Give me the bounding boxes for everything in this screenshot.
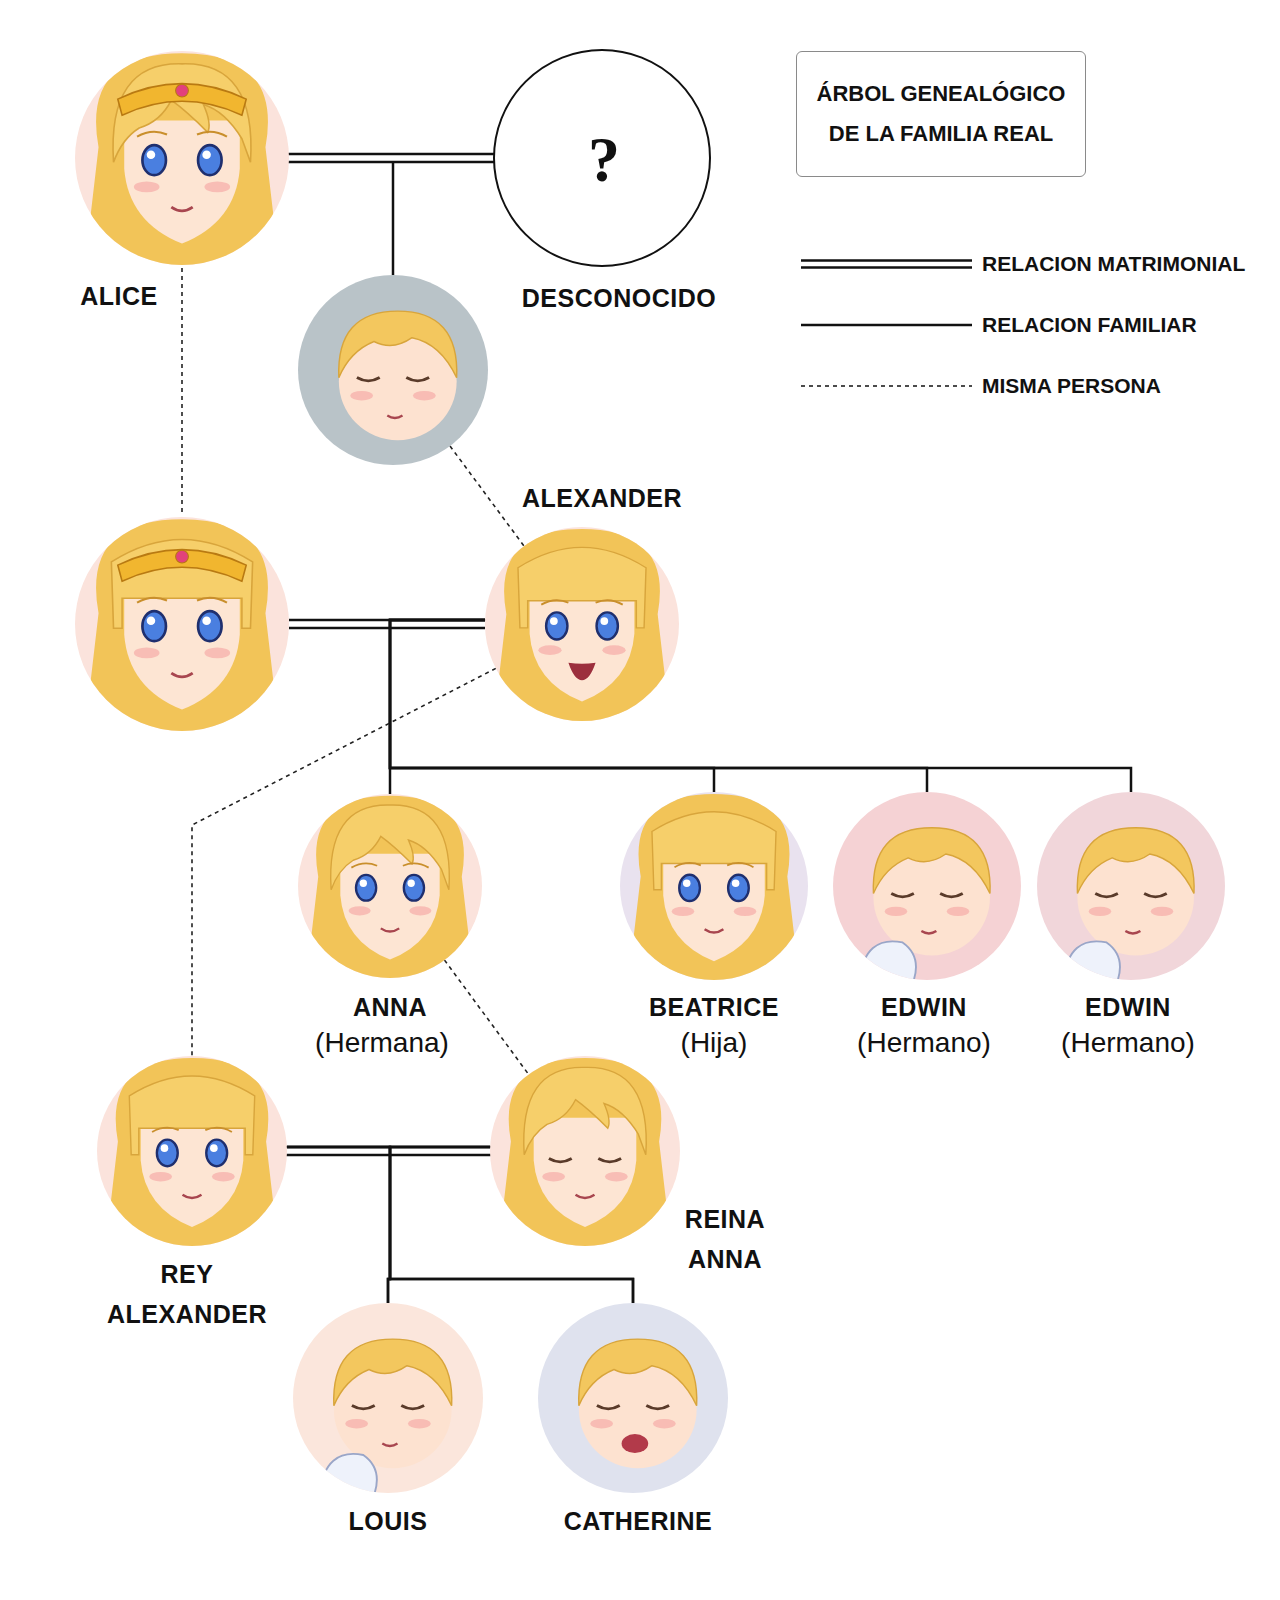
- name-label: ALICE: [80, 276, 158, 316]
- portrait-illustration: [75, 517, 289, 731]
- relation-label: (Hija): [681, 1025, 748, 1061]
- name-label: EDWIN: [1085, 987, 1171, 1027]
- name-label: EDWIN: [881, 987, 967, 1027]
- family-line: [392, 162, 395, 275]
- portrait-circle: ALEXANDER: [485, 527, 679, 721]
- portrait-illustration: [490, 1056, 680, 1246]
- portrait-illustration: [293, 1303, 483, 1493]
- name-label: BEATRICE: [649, 987, 779, 1027]
- same-person-connector: [192, 668, 496, 1056]
- portrait-illustration: [1037, 792, 1225, 980]
- portrait-circle: [298, 275, 488, 465]
- name-label: LOUIS: [349, 1501, 428, 1541]
- name-label: REY ALEXANDER: [92, 1254, 282, 1334]
- name-label: ANNA: [353, 987, 427, 1027]
- same-person-line: [450, 446, 524, 546]
- portrait-circle: LOUIS: [293, 1303, 483, 1493]
- portrait-circle: EDWIN(Hermano): [1037, 792, 1225, 980]
- portrait-circle: REINA ANNA: [490, 1056, 680, 1246]
- portrait-illustration: [75, 51, 289, 265]
- diagram-title: ÁRBOL GENEALÓGICO DE LA FAMILIA REAL: [807, 74, 1075, 154]
- title-box: ÁRBOL GENEALÓGICO DE LA FAMILIA REAL: [796, 51, 1086, 177]
- legend-text: RELACION FAMILIAR: [982, 310, 1197, 340]
- portrait-illustration: [298, 794, 482, 978]
- relation-label: (Hermano): [857, 1025, 991, 1061]
- legend-sample: [800, 376, 974, 396]
- unknown-mark: ?: [588, 125, 620, 195]
- portrait-circle: ALICE: [75, 51, 289, 265]
- legend-text: MISMA PERSONA: [982, 371, 1161, 401]
- marriage-line: [289, 627, 485, 630]
- name-label: CATHERINE: [564, 1501, 712, 1541]
- relation-label: (Hermana): [315, 1025, 449, 1061]
- legend-sample: [800, 315, 974, 335]
- portrait-illustration: [298, 275, 488, 465]
- portrait-circle: ANNA(Hermana): [298, 794, 482, 978]
- portrait-illustration: [620, 792, 808, 980]
- same-person-line: [181, 268, 183, 515]
- unknown-circle: ?DESCONOCIDO: [493, 49, 711, 267]
- legend-text: RELACION MATRIMONIAL: [982, 249, 1245, 279]
- family-connector: [287, 1147, 390, 1303]
- portrait-circle: [75, 517, 289, 731]
- portrait-circle: EDWIN(Hermano): [833, 792, 1021, 980]
- portrait-illustration: [833, 792, 1021, 980]
- marriage-connector: [288, 154, 494, 162]
- portrait-illustration: [538, 1303, 728, 1493]
- same-person-connector: [445, 960, 529, 1074]
- name-label: DESCONOCIDO: [522, 278, 716, 318]
- portrait-illustration: [97, 1056, 287, 1246]
- relation-label: (Hermano): [1061, 1025, 1195, 1061]
- portrait-illustration: [485, 527, 679, 721]
- portrait-circle: BEATRICE(Hija): [620, 792, 808, 980]
- portrait-circle: REY ALEXANDER: [97, 1056, 287, 1246]
- name-label: ALEXANDER: [522, 478, 682, 518]
- legend-sample: [800, 254, 974, 274]
- name-label: REINA ANNA: [660, 1199, 790, 1279]
- portrait-circle: CATHERINE: [538, 1303, 728, 1493]
